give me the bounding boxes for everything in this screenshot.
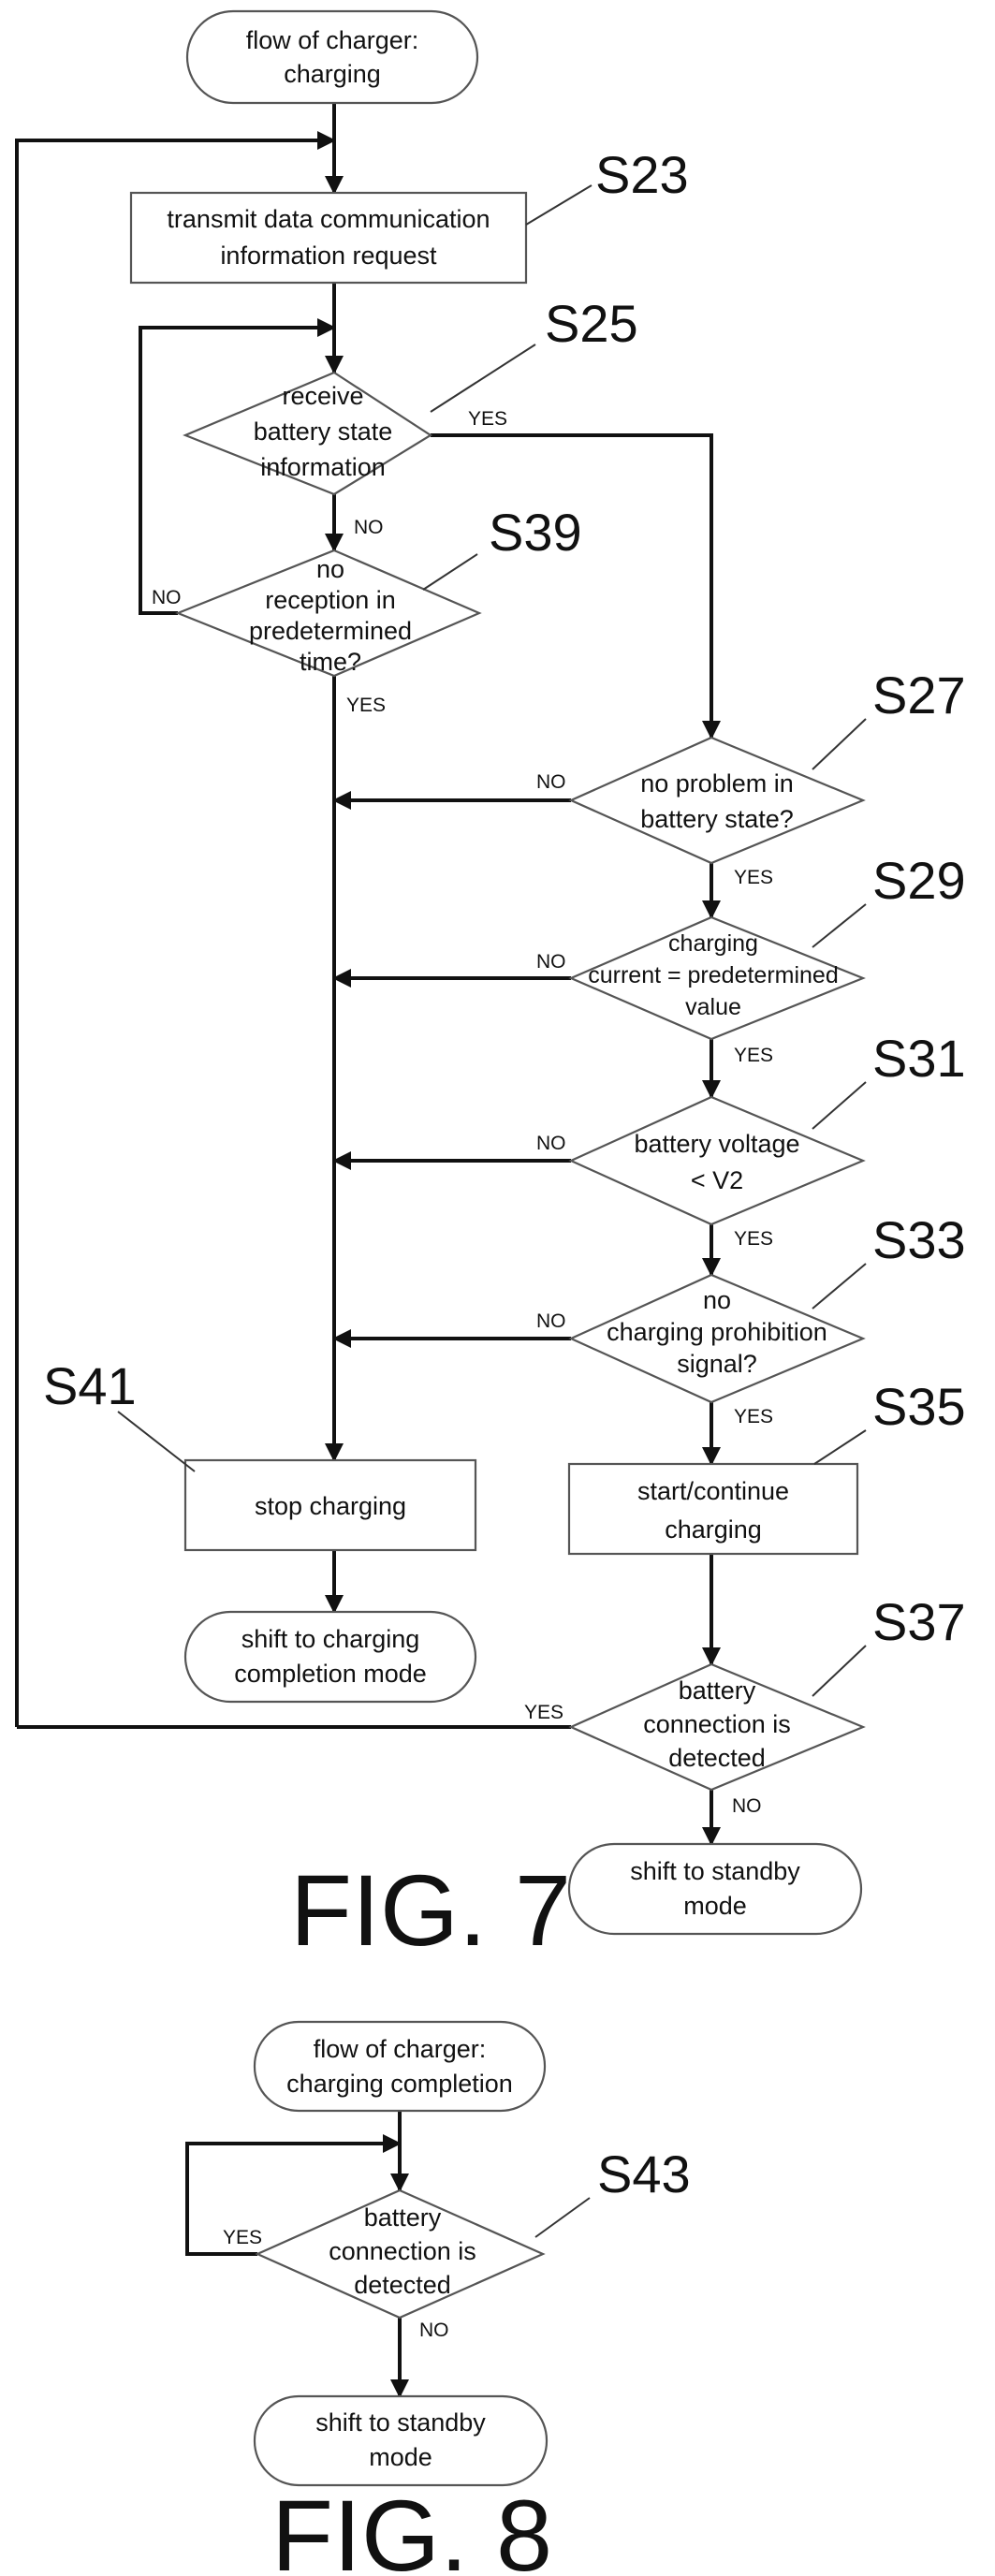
- decision-s37-line-3: detected: [668, 1744, 766, 1772]
- terminal-charging-completion: shift to charging completion mode: [185, 1612, 476, 1702]
- leader-s29: [812, 904, 866, 947]
- step-label-s29: S29: [872, 851, 966, 910]
- edge-label-s33-yes: YES: [734, 1406, 773, 1427]
- decision-s29-line-1: charging: [668, 930, 758, 957]
- edge-label-s25-no: NO: [354, 517, 384, 538]
- decision-s39-line-4: time?: [300, 648, 361, 676]
- step-label-s39: S39: [489, 503, 582, 562]
- terminal-start-line-1: flow of charger:: [246, 26, 419, 54]
- decision-s37-line-1: battery: [679, 1676, 756, 1705]
- leader-s43: [535, 2198, 590, 2237]
- terminal-fig8-start-line-2: charging completion: [286, 2070, 513, 2098]
- edge-label-s25-yes: YES: [468, 408, 507, 430]
- decision-s31-line-1: battery voltage: [634, 1130, 799, 1158]
- decision-s43-line-3: detected: [354, 2271, 451, 2299]
- fig7: flow of charger: charging transmit data …: [17, 11, 966, 1967]
- decision-s29: charging current = predetermined value: [571, 917, 863, 1039]
- terminal-standby-fig7: shift to standby mode: [569, 1844, 861, 1934]
- process-s35: start/continue charging: [569, 1464, 857, 1554]
- terminal-completion-line-1: shift to charging: [241, 1625, 420, 1653]
- step-label-s31: S31: [872, 1029, 966, 1088]
- decision-s39-line-1: no: [316, 555, 344, 583]
- decision-s25-line-3: information: [260, 453, 386, 481]
- decision-s29-line-2: current = predetermined: [588, 962, 839, 988]
- leader-s33: [812, 1264, 866, 1309]
- step-label-s25: S25: [545, 294, 638, 353]
- edge-label-s29-yes: YES: [734, 1045, 773, 1066]
- leader-s39: [423, 554, 477, 590]
- leader-s25: [431, 344, 535, 412]
- edge-label-s37-yes: YES: [524, 1702, 563, 1723]
- leader-s23: [526, 185, 592, 225]
- arrow-s25-yes-to-s27: [431, 435, 711, 738]
- edge-label-s33-no: NO: [536, 1310, 566, 1332]
- edge-label-s31-no: NO: [536, 1133, 566, 1154]
- edge-label-s27-no: NO: [536, 771, 566, 793]
- decision-s25-line-2: battery state: [254, 417, 393, 446]
- process-s23: transmit data communication information …: [131, 193, 526, 283]
- decision-s33: no charging prohibition signal?: [571, 1275, 863, 1402]
- decision-s39: no reception in predetermined time?: [178, 550, 479, 676]
- decision-s29-line-3: value: [685, 994, 741, 1020]
- edge-label-s27-yes: YES: [734, 867, 773, 888]
- decision-s39-line-2: reception in: [265, 586, 396, 614]
- decision-s43-line-2: connection is: [329, 2237, 476, 2265]
- terminal-standby-line-2: mode: [683, 1892, 747, 1920]
- leader-s27: [812, 719, 866, 769]
- terminal-start-charging: flow of charger: charging: [187, 11, 477, 103]
- decision-s37: battery connection is detected: [571, 1664, 863, 1790]
- decision-s33-line-1: no: [703, 1286, 731, 1314]
- figure-title-fig7: FIG. 7: [290, 1853, 571, 1967]
- decision-s27-line-2: battery state?: [640, 805, 794, 833]
- edge-label-s31-yes: YES: [734, 1228, 773, 1250]
- step-label-s27: S27: [872, 666, 966, 724]
- terminal-fig8-start-line-1: flow of charger:: [314, 2035, 487, 2063]
- terminal-completion-line-2: completion mode: [234, 1660, 427, 1688]
- process-s35-line-1: start/continue: [637, 1477, 789, 1505]
- edge-label-s37-no: NO: [732, 1795, 762, 1817]
- step-label-s37: S37: [872, 1592, 966, 1651]
- process-s41: stop charging: [185, 1460, 476, 1550]
- edge-label-s29-no: NO: [536, 951, 566, 973]
- terminal-standby-line-1: shift to standby: [630, 1857, 800, 1885]
- edge-label-s39-no: NO: [152, 587, 182, 608]
- decision-s25-line-1: receive: [282, 382, 363, 410]
- decision-s37-line-2: connection is: [643, 1710, 791, 1738]
- terminal-start-line-2: charging: [284, 60, 381, 88]
- process-s23-line-1: transmit data communication: [167, 205, 490, 233]
- leader-s41: [118, 1412, 195, 1471]
- edge-label-s43-yes: YES: [223, 2227, 262, 2248]
- figure-title-fig8: FIG. 8: [271, 2479, 552, 2576]
- decision-s39-line-3: predetermined: [249, 617, 412, 645]
- fig8: flow of charger: charging completion bat…: [187, 2022, 691, 2576]
- leader-s37: [812, 1646, 866, 1696]
- decision-s33-line-2: charging prohibition: [607, 1318, 827, 1346]
- decision-s25: receive battery state information: [185, 373, 431, 494]
- step-label-s35: S35: [872, 1377, 966, 1436]
- process-s35-line-2: charging: [665, 1515, 762, 1544]
- step-label-s33: S33: [872, 1210, 966, 1269]
- decision-s31: battery voltage < V2: [571, 1097, 863, 1224]
- terminal-fig8-standby-line-1: shift to standby: [315, 2408, 486, 2437]
- decision-s43: battery connection is detected: [257, 2190, 543, 2318]
- decision-s31-line-2: < V2: [691, 1166, 743, 1194]
- process-s41-label: stop charging: [255, 1492, 406, 1520]
- step-label-s23: S23: [595, 145, 689, 204]
- leader-s35: [814, 1430, 866, 1464]
- terminal-standby-fig8: shift to standby mode: [255, 2396, 547, 2485]
- terminal-start-charging-completion: flow of charger: charging completion: [255, 2022, 545, 2111]
- decision-s33-line-3: signal?: [677, 1350, 757, 1378]
- edge-label-s43-no: NO: [419, 2320, 449, 2341]
- leader-s31: [812, 1082, 866, 1129]
- step-label-s43: S43: [597, 2144, 691, 2203]
- decision-s27-line-1: no problem in: [640, 769, 794, 798]
- terminal-fig8-standby-line-2: mode: [369, 2443, 432, 2471]
- decision-s27: no problem in battery state?: [571, 738, 863, 863]
- edge-label-s39-yes: YES: [346, 695, 386, 716]
- decision-s43-line-1: battery: [364, 2203, 442, 2232]
- step-label-s41: S41: [43, 1356, 137, 1415]
- process-s23-line-2: information request: [220, 242, 437, 270]
